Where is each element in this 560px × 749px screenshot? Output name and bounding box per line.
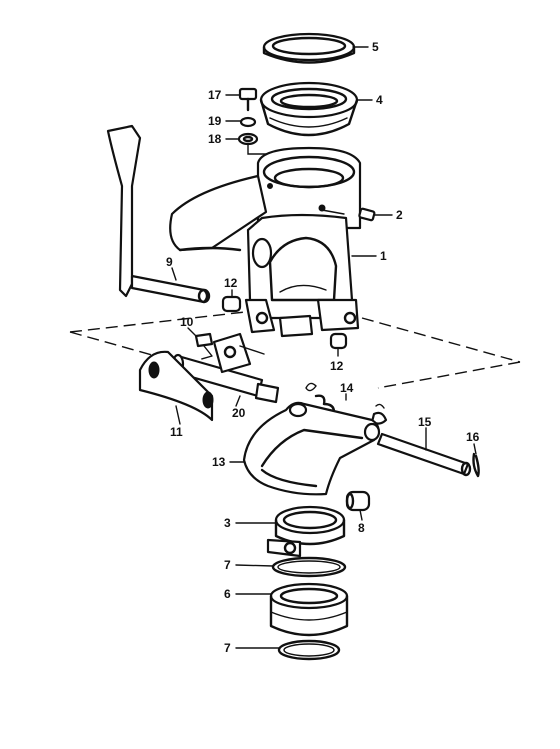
part-15-pin	[376, 432, 472, 477]
part-6-sleeve	[269, 582, 349, 637]
part-17-bolt	[238, 87, 258, 112]
callout-7-lower: 7	[224, 641, 231, 655]
part-callouts: 5 4 17 19 18 2 1 9 12 10 12 14 20 11 15 …	[166, 40, 480, 655]
callout-6: 6	[224, 587, 231, 601]
callout-18: 18	[208, 132, 222, 146]
callout-9: 9	[166, 255, 173, 269]
part-11-spring-clip	[138, 350, 214, 422]
leader-lines	[171, 46, 477, 649]
callout-17: 17	[208, 88, 222, 102]
part-4-bushing	[259, 81, 359, 137]
callout-5: 5	[372, 40, 379, 54]
callout-2: 2	[396, 208, 403, 222]
callout-10: 10	[180, 315, 194, 329]
callout-1: 1	[380, 249, 387, 263]
callout-19: 19	[208, 114, 222, 128]
callout-15: 15	[418, 415, 432, 429]
part-12-bushing-lower	[329, 332, 348, 350]
part-7-o-ring-upper	[271, 556, 347, 578]
part-19-lock-washer	[239, 116, 257, 128]
part-20-tilt-rod	[171, 332, 280, 404]
callout-14: 14	[340, 381, 354, 395]
callout-8: 8	[358, 521, 365, 535]
part-9-tilt-lever	[106, 124, 211, 304]
callout-12-lower: 12	[330, 359, 344, 373]
callout-20: 20	[232, 406, 246, 420]
callout-13: 13	[212, 455, 226, 469]
callout-11: 11	[170, 425, 183, 439]
part-7-o-ring-lower	[277, 639, 341, 661]
part-1-swivel-bracket	[169, 146, 362, 338]
callout-4: 4	[376, 93, 383, 107]
part-5-seal-ring	[262, 32, 356, 64]
part-13-clamp-bracket	[242, 401, 381, 496]
part-2-fitting	[321, 207, 376, 222]
part-16-cotter-pin	[472, 452, 480, 478]
part-8-bushing	[345, 490, 371, 512]
part-10-screw	[194, 332, 214, 357]
callout-7-upper: 7	[224, 558, 231, 572]
callout-16: 16	[466, 430, 480, 444]
callout-3: 3	[224, 516, 231, 530]
part-3-clamp	[266, 505, 346, 558]
callout-12-upper: 12	[224, 276, 238, 290]
part-12-bushing-upper	[221, 295, 242, 313]
